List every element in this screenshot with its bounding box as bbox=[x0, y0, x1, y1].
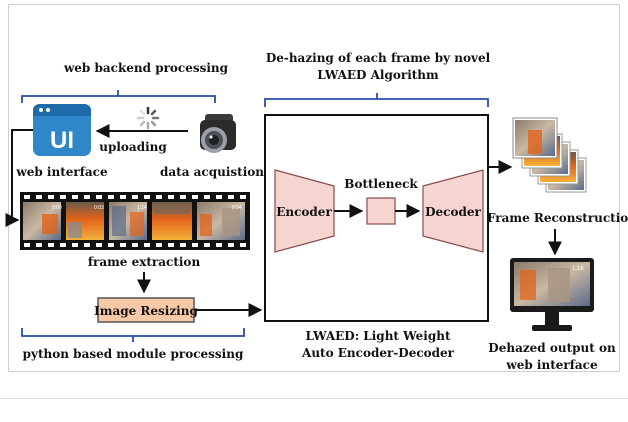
bottom-strip bbox=[0, 398, 628, 422]
web-backend-label: web backend processing bbox=[63, 61, 229, 75]
svg-text:1:14: 1:14 bbox=[137, 205, 147, 211]
monitor-icon: 1:16 bbox=[510, 258, 594, 331]
encoder-block bbox=[274, 169, 335, 253]
decoder-block bbox=[422, 169, 484, 253]
film-frame: 0:54 bbox=[197, 202, 245, 240]
data-acquisition-label: data acquistion bbox=[160, 165, 264, 179]
dehazing-title-line2: LWAED Algorithm bbox=[317, 68, 439, 82]
camera-icon bbox=[200, 114, 236, 153]
bottleneck-label: Bottleneck bbox=[344, 177, 418, 191]
web-interface-label: web interface bbox=[15, 165, 108, 179]
loading-spinner-icon bbox=[136, 106, 160, 130]
svg-text:0:54: 0:54 bbox=[232, 205, 242, 211]
film-frame: 0:00 bbox=[23, 202, 62, 240]
uploading-label: uploading bbox=[99, 140, 167, 154]
ui-icon-text: UI bbox=[50, 127, 74, 154]
svg-text:0:03: 0:03 bbox=[94, 205, 104, 211]
dehazing-bracket bbox=[264, 98, 489, 107]
decoder-label: Decoder bbox=[425, 205, 481, 219]
reconstructed-frames-stack bbox=[512, 117, 587, 193]
film-frame: 0:03 bbox=[66, 202, 104, 240]
python-module-bracket bbox=[21, 328, 245, 337]
web-to-frames-arrow bbox=[5, 129, 33, 227]
svg-text:0:00: 0:00 bbox=[52, 205, 62, 211]
film-frame: 1:14 bbox=[109, 202, 147, 240]
output-label-line2: web interface bbox=[505, 358, 598, 372]
frame-reconstruction-label: Frame Reconstruction bbox=[487, 211, 628, 225]
output-label-line1: Dehazed output on bbox=[488, 341, 616, 355]
python-module-label: python based module processing bbox=[23, 347, 244, 361]
frame-extraction-label: frame extraction bbox=[88, 255, 201, 269]
lwaed-caption-line2: Auto Encoder-Decoder bbox=[301, 346, 455, 360]
film-strip: 0:00 0:03 1:14 0:54 bbox=[20, 192, 250, 250]
encoder-label: Encoder bbox=[276, 205, 332, 219]
figure-frame bbox=[8, 4, 620, 372]
dehazing-title-line1: De-hazing of each frame by novel bbox=[266, 51, 491, 65]
monitor-timestamp: 1:16 bbox=[572, 266, 584, 272]
ui-window-icon: UI bbox=[33, 104, 91, 156]
lwaed-caption-line1: LWAED: Light Weight bbox=[306, 329, 451, 343]
film-frame bbox=[152, 202, 192, 240]
image-resizing-label: Image Resizing bbox=[94, 304, 198, 318]
bottleneck-block bbox=[366, 197, 396, 225]
web-backend-bracket bbox=[21, 95, 216, 103]
